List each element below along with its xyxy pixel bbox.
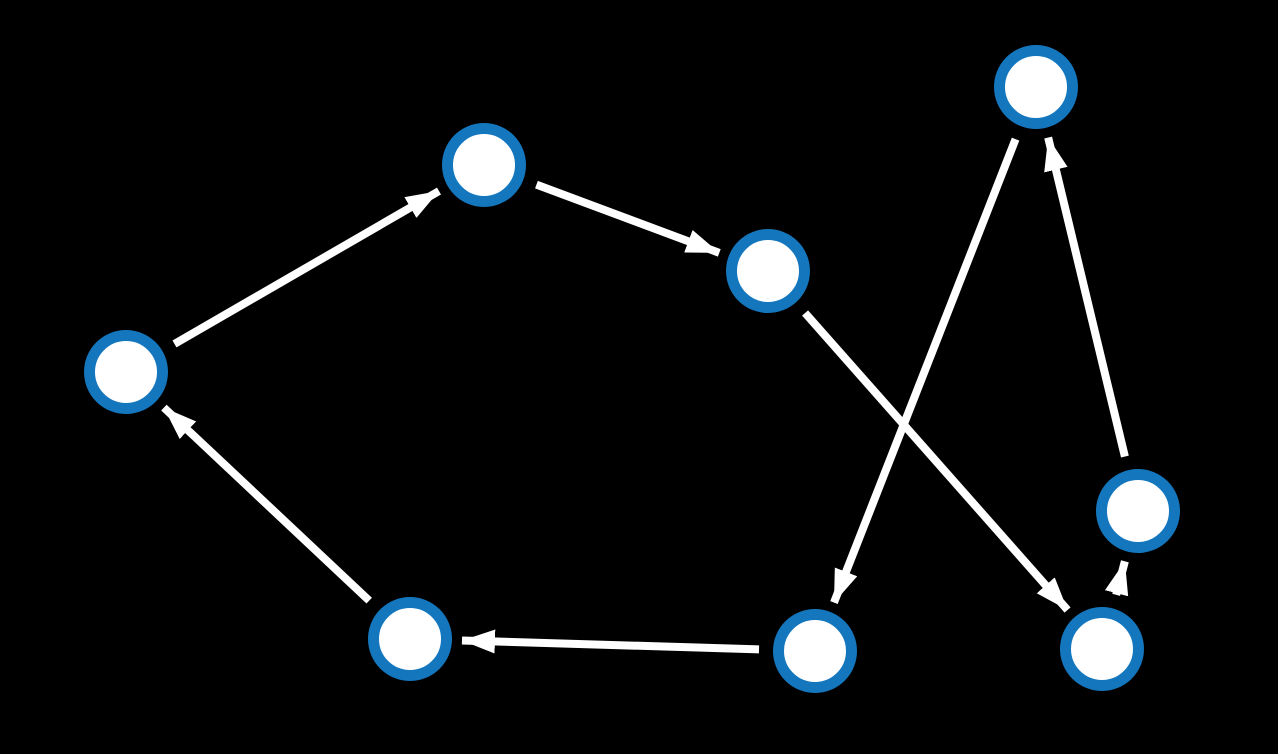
graph-node-middle[interactable] bbox=[726, 229, 810, 313]
edge-arrow-node-bottom-left-to-node-left bbox=[161, 404, 372, 604]
edge-arrow-node-bottom-middle-to-node-bottom-left bbox=[461, 629, 760, 654]
edge-arrow-node-right-middle-to-node-top-right bbox=[1044, 136, 1129, 458]
edge-arrow-node-middle-to-node-bottom-right bbox=[802, 310, 1071, 613]
graph-node-bottom-middle[interactable] bbox=[773, 609, 857, 693]
graph-node-top-right[interactable] bbox=[994, 45, 1078, 129]
graph-node-left[interactable] bbox=[84, 330, 168, 414]
edge-arrow-node-upper-middle-to-node-middle bbox=[535, 180, 721, 257]
graph-node-upper-middle[interactable] bbox=[442, 123, 526, 207]
graph-node-bottom-left[interactable] bbox=[368, 597, 452, 681]
graph-node-right-middle[interactable] bbox=[1096, 469, 1180, 553]
graph-node-bottom-right[interactable] bbox=[1060, 607, 1144, 691]
edge-arrow-node-top-right-to-node-bottom-middle bbox=[830, 137, 1020, 605]
edge-arrow-node-bottom-right-to-node-right-middle bbox=[1104, 560, 1129, 597]
edge-arrow-node-left-to-node-upper-middle bbox=[172, 187, 441, 348]
